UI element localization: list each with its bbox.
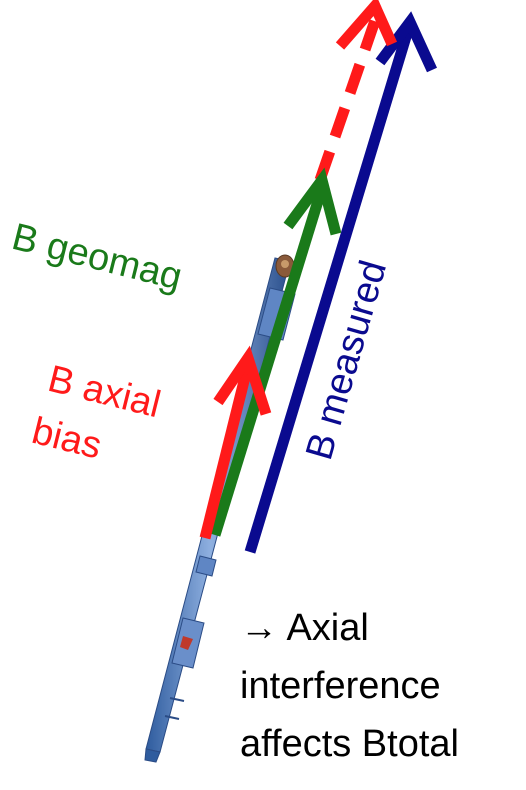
note-line-3: affects Btotal (240, 723, 459, 765)
note-line-1: → Axial (240, 607, 369, 649)
b-measured-arrow (244, 11, 437, 554)
note-line-2: interference (240, 665, 441, 707)
b-geomag-arrow (209, 167, 342, 537)
label-b-geomag: B geomag (8, 216, 186, 299)
b-axial-bias-arrow (199, 345, 272, 540)
b-axial-bias-offset-dashed-arrow (314, 0, 398, 182)
label-b-axial-line2: bias (28, 410, 106, 468)
